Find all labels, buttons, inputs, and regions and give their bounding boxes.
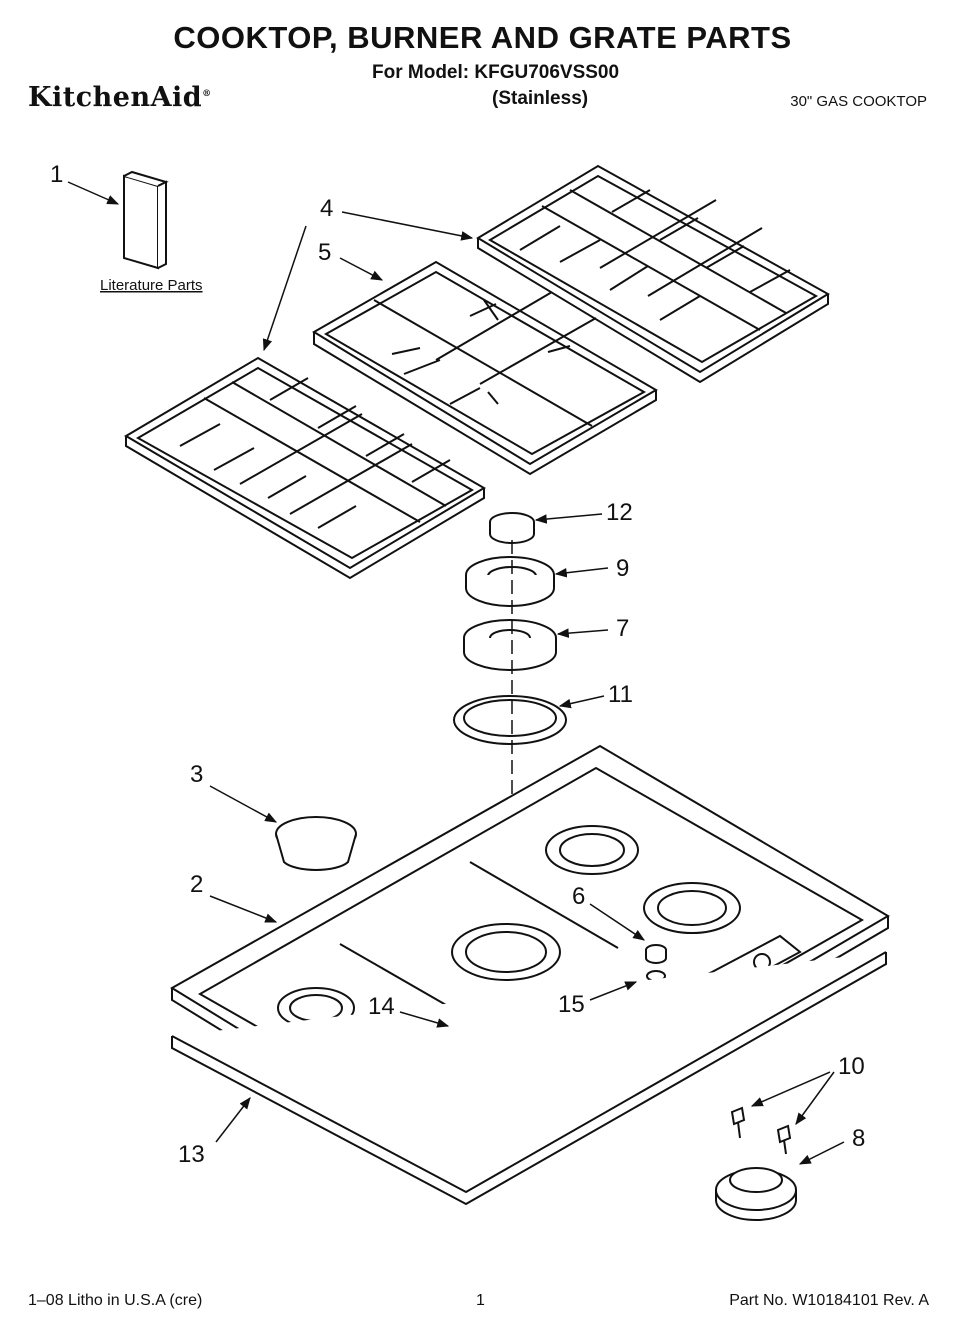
footer-litho: 1–08 Litho in U.S.A (cre) <box>28 1292 203 1309</box>
burner-head <box>465 556 555 607</box>
callout-11: 11 <box>608 681 633 708</box>
footer-page-number: 1 <box>476 1292 485 1309</box>
callout-5: 5 <box>318 239 331 266</box>
callout-3: 3 <box>190 761 203 788</box>
burner-cap <box>489 512 535 544</box>
brand-logo: KitchenAid® <box>28 82 212 113</box>
callout-13: 13 <box>178 1141 205 1168</box>
literature-booklet <box>123 170 169 270</box>
callout-10: 10 <box>838 1053 865 1080</box>
callout-4: 4 <box>320 195 333 222</box>
callout-15: 15 <box>558 991 585 1018</box>
footer-part-number: Part No. W10184101 Rev. A <box>729 1292 929 1309</box>
grate-right <box>476 164 830 384</box>
callout-2: 2 <box>190 871 203 898</box>
model-number: For Model: KFGU706VSS00 <box>372 62 620 83</box>
grate-center <box>312 260 658 476</box>
callout-8: 8 <box>852 1125 865 1152</box>
callout-1: 1 <box>50 161 63 188</box>
callout-7: 7 <box>616 615 629 642</box>
small-burner-cap <box>275 816 357 871</box>
screws <box>730 1106 792 1155</box>
callout-14: 14 <box>368 993 395 1020</box>
product-type: 30" GAS COOKTOP <box>790 93 927 110</box>
leader-lines <box>67 181 845 1165</box>
burner-gasket <box>453 695 567 745</box>
page-title: COOKTOP, BURNER AND GRATE PARTS <box>173 20 792 55</box>
callout-12: 12 <box>606 499 633 526</box>
burner-base-ring <box>463 619 557 671</box>
callout-9: 9 <box>616 555 629 582</box>
callout-6: 6 <box>572 883 585 910</box>
burner-base <box>715 1167 797 1221</box>
literature-label: Literature Parts <box>100 277 203 294</box>
model-finish: (Stainless) <box>492 88 589 109</box>
grate-left <box>124 356 486 580</box>
base-tray <box>171 951 887 1206</box>
